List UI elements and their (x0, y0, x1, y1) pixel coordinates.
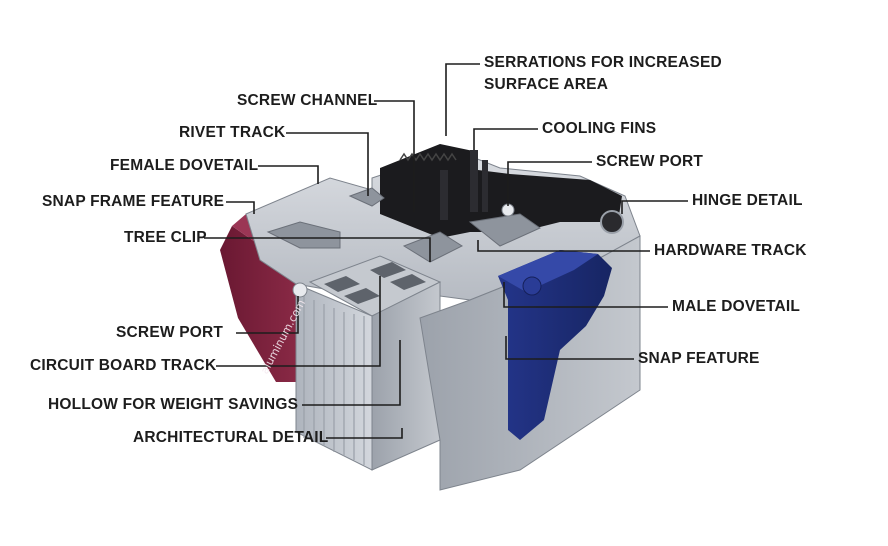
leader-circuit-board (216, 276, 381, 367)
serrations-teeth (399, 152, 457, 162)
hinge-detail-shape (600, 210, 624, 234)
label-hinge-detail: HINGE DETAIL (692, 192, 803, 209)
screw-port-left-shape (292, 282, 308, 298)
leader-serrations (445, 63, 480, 136)
hollow-chamber-1 (324, 276, 360, 292)
leader-architectural (326, 428, 403, 439)
hollow-chamber-3 (370, 262, 406, 278)
label-tree-clip: TREE CLIP (124, 229, 207, 246)
leader-screw-port-left (236, 296, 299, 334)
leader-snap-frame (226, 201, 255, 214)
leader-lines (204, 63, 688, 439)
leader-hollow-weight (302, 340, 401, 406)
label-hollow-weight-savings: HOLLOW FOR WEIGHT SAVINGS (48, 396, 299, 413)
blue-dovetail-top (498, 250, 598, 292)
label-rivet-track: RIVET TRACK (179, 124, 286, 141)
label-screw-channel: SCREW CHANNEL (237, 92, 378, 109)
label-cooling-fins: COOLING FINS (542, 120, 657, 137)
cooling-fin-2 (482, 160, 488, 212)
label-circuit-board-track: CIRCUIT BOARD TRACK (30, 357, 217, 374)
label-female-dovetail: FEMALE DOVETAIL (110, 157, 259, 174)
leader-hinge-detail (621, 200, 688, 214)
leader-screw-channel (374, 100, 415, 212)
label-hardware-track: HARDWARE TRACK (654, 242, 807, 259)
label-snap-frame-feature: SNAP FRAME FEATURE (42, 193, 225, 210)
leader-female-dovetail (258, 165, 319, 184)
label-serrations: SERRATIONS FOR INCREASED SURFACE AREA (484, 54, 722, 93)
leader-snap-feature (505, 336, 634, 360)
blue-dovetail-knob (522, 276, 542, 296)
blue-dovetail-piece (498, 250, 612, 440)
label-screw-port-left: SCREW PORT (116, 324, 224, 341)
architectural-ribs (303, 296, 365, 465)
leader-male-dovetail (503, 282, 668, 308)
hollow-chamber-2 (344, 288, 380, 304)
cooling-fin-1 (470, 150, 478, 212)
label-screw-port-right: SCREW PORT (596, 153, 704, 170)
label-snap-feature: SNAP FEATURE (638, 350, 760, 367)
label-male-dovetail: MALE DOVETAIL (672, 298, 801, 315)
label-architectural-detail: ARCHITECTURAL DETAIL (133, 429, 329, 446)
leader-screw-port-right (507, 161, 592, 206)
section-channels (266, 187, 542, 263)
leader-tree-clip (204, 237, 431, 262)
leader-cooling-fins (473, 128, 538, 150)
leader-hardware-track (477, 240, 650, 252)
hollow-chamber-4 (390, 274, 426, 290)
cooling-fin-3 (440, 170, 448, 220)
leader-rivet-track (286, 132, 369, 196)
